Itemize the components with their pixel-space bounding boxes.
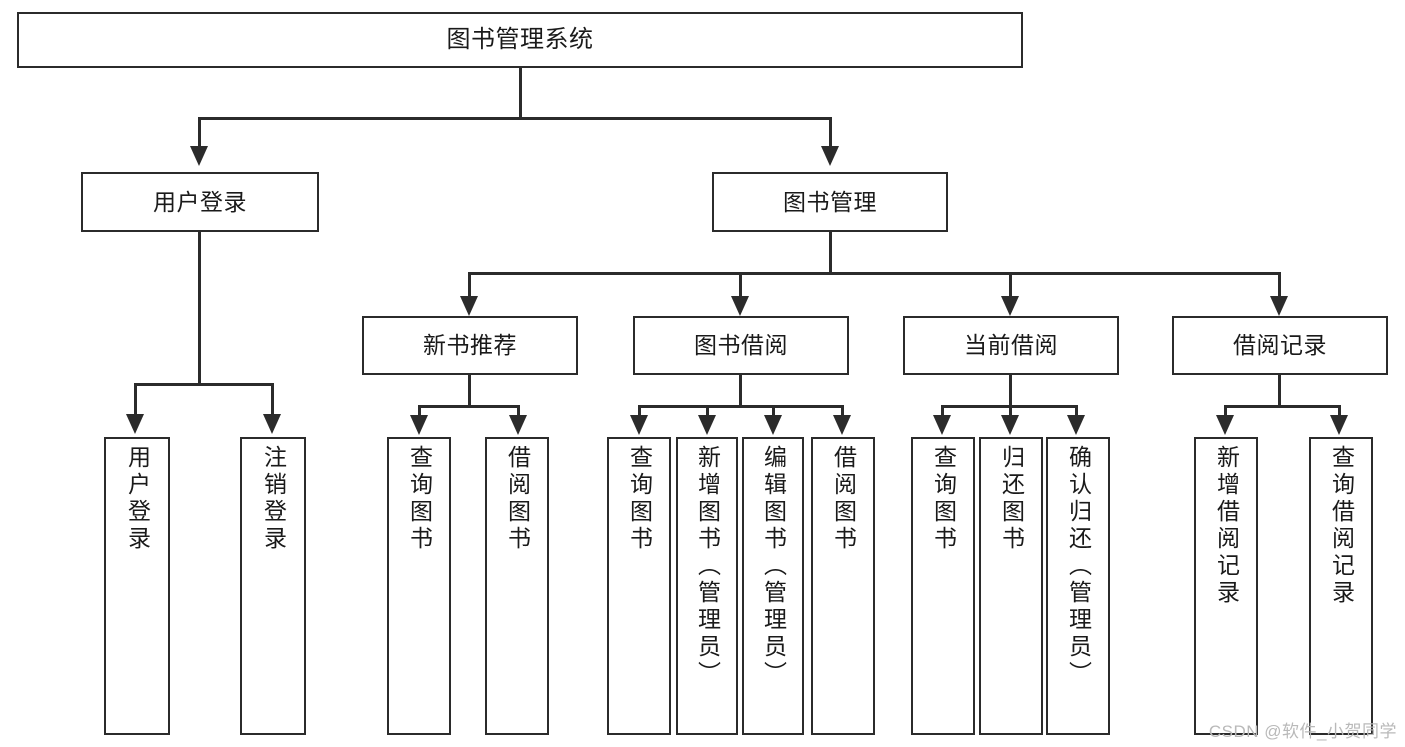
edge-book-mgmt-to-borrow-record bbox=[1278, 272, 1281, 298]
edge-new-book-stem bbox=[468, 375, 471, 407]
node-user-login-label: 用户登录 bbox=[153, 188, 247, 215]
edge-book-mgmt-to-new-book bbox=[468, 272, 471, 298]
leaf-new-book-1[interactable]: 查询图书 bbox=[387, 437, 451, 735]
edge-book-borrow-to-leaf-4 bbox=[841, 405, 844, 417]
leaf-book-borrow-3[interactable]: 编辑图书（管理员） bbox=[742, 437, 804, 735]
leaf-user-login-2[interactable]: 注销登录 bbox=[240, 437, 306, 735]
node-root[interactable]: 图书管理系统 bbox=[17, 12, 1023, 68]
edge-user-login-bus bbox=[134, 383, 274, 386]
edge-root-bus bbox=[198, 117, 832, 120]
leaf-borrow-record-2[interactable]: 查询借阅记录 bbox=[1309, 437, 1373, 735]
node-root-label: 图书管理系统 bbox=[446, 26, 594, 54]
edge-book-mgmt-bus bbox=[468, 272, 1280, 275]
node-user-login[interactable]: 用户登录 bbox=[81, 172, 319, 232]
edge-book-mgmt-to-current-borrow bbox=[1009, 272, 1012, 298]
edge-book-mgmt-to-book-borrow bbox=[739, 272, 742, 298]
leaf-book-borrow-1-label: 查询图书 bbox=[626, 445, 653, 553]
leaf-new-book-2[interactable]: 借阅图书 bbox=[485, 437, 549, 735]
arrowhead-new-book bbox=[460, 296, 478, 316]
node-book-borrow-label: 图书借阅 bbox=[694, 332, 788, 359]
leaf-book-borrow-4[interactable]: 借阅图书 bbox=[811, 437, 875, 735]
arrowhead-borrow-record bbox=[1270, 296, 1288, 316]
edge-borrow-record-bus bbox=[1224, 405, 1341, 408]
arrowhead-book-borrow-leaf-2 bbox=[698, 415, 716, 435]
edge-root-to-user-login bbox=[198, 117, 201, 147]
edge-user-login-to-leaf-1 bbox=[134, 383, 137, 415]
leaf-borrow-record-1[interactable]: 新增借阅记录 bbox=[1194, 437, 1258, 735]
leaf-current-borrow-1-label: 查询图书 bbox=[930, 445, 957, 553]
leaf-current-borrow-2-label: 归还图书 bbox=[998, 445, 1025, 553]
arrowhead-book-borrow-leaf-4 bbox=[833, 415, 851, 435]
node-book-management-label: 图书管理 bbox=[783, 188, 877, 215]
arrowhead-book-borrow-leaf-1 bbox=[630, 415, 648, 435]
edge-new-book-bus bbox=[418, 405, 520, 408]
leaf-user-login-2-label: 注销登录 bbox=[260, 445, 287, 553]
edge-book-borrow-bus bbox=[638, 405, 844, 408]
node-new-book-recommend[interactable]: 新书推荐 bbox=[362, 316, 578, 375]
edge-book-borrow-to-leaf-3 bbox=[772, 405, 775, 417]
node-new-book-recommend-label: 新书推荐 bbox=[423, 332, 517, 359]
arrowhead-book-borrow-leaf-3 bbox=[764, 415, 782, 435]
arrowhead-user-login bbox=[190, 146, 208, 166]
edge-book-mgmt-stem bbox=[829, 232, 832, 274]
edge-book-borrow-to-leaf-2 bbox=[706, 405, 709, 417]
leaf-current-borrow-3-label: 确认归还（管理员） bbox=[1065, 445, 1092, 688]
arrowhead-borrow-record-leaf-2 bbox=[1330, 415, 1348, 435]
edge-new-book-to-leaf-1 bbox=[418, 405, 421, 417]
leaf-user-login-1-label: 用户登录 bbox=[124, 445, 151, 553]
leaf-current-borrow-1[interactable]: 查询图书 bbox=[911, 437, 975, 735]
leaf-borrow-record-2-label: 查询借阅记录 bbox=[1328, 445, 1355, 607]
leaf-book-borrow-3-label: 编辑图书（管理员） bbox=[760, 445, 787, 688]
edge-book-borrow-to-leaf-1 bbox=[638, 405, 641, 417]
node-current-borrow-label: 当前借阅 bbox=[964, 332, 1058, 359]
arrowhead-user-login-leaf-1 bbox=[126, 414, 144, 434]
edge-current-borrow-to-leaf-3 bbox=[1075, 405, 1078, 417]
edge-current-borrow-stem bbox=[1009, 375, 1012, 407]
arrowhead-book-borrow bbox=[731, 296, 749, 316]
edge-borrow-record-stem bbox=[1278, 375, 1281, 407]
edge-book-borrow-stem bbox=[739, 375, 742, 407]
leaf-book-borrow-4-label: 借阅图书 bbox=[830, 445, 857, 553]
arrowhead-user-login-leaf-2 bbox=[263, 414, 281, 434]
leaf-book-borrow-2[interactable]: 新增图书（管理员） bbox=[676, 437, 738, 735]
node-book-borrow[interactable]: 图书借阅 bbox=[633, 316, 849, 375]
arrowhead-current-borrow-leaf-3 bbox=[1067, 415, 1085, 435]
arrowhead-current-borrow-leaf-2 bbox=[1001, 415, 1019, 435]
arrowhead-new-book-leaf-2 bbox=[509, 415, 527, 435]
node-book-management[interactable]: 图书管理 bbox=[712, 172, 948, 232]
leaf-new-book-2-label: 借阅图书 bbox=[504, 445, 531, 553]
edge-user-login-to-leaf-2 bbox=[271, 383, 274, 415]
leaf-borrow-record-1-label: 新增借阅记录 bbox=[1213, 445, 1240, 607]
arrowhead-borrow-record-leaf-1 bbox=[1216, 415, 1234, 435]
leaf-user-login-1[interactable]: 用户登录 bbox=[104, 437, 170, 735]
edge-root-stem bbox=[519, 68, 522, 118]
edge-current-borrow-to-leaf-1 bbox=[941, 405, 944, 417]
arrowhead-current-borrow bbox=[1001, 296, 1019, 316]
node-current-borrow[interactable]: 当前借阅 bbox=[903, 316, 1119, 375]
arrowhead-new-book-leaf-1 bbox=[410, 415, 428, 435]
leaf-current-borrow-2[interactable]: 归还图书 bbox=[979, 437, 1043, 735]
edge-new-book-to-leaf-2 bbox=[517, 405, 520, 417]
leaf-current-borrow-3[interactable]: 确认归还（管理员） bbox=[1046, 437, 1110, 735]
edge-current-borrow-to-leaf-2 bbox=[1009, 405, 1012, 417]
edge-root-to-book-mgmt bbox=[829, 117, 832, 147]
arrowhead-book-mgmt bbox=[821, 146, 839, 166]
watermark-text: CSDN @软件_小贺同学 bbox=[1208, 722, 1397, 741]
edge-borrow-record-to-leaf-1 bbox=[1224, 405, 1227, 417]
node-borrow-record[interactable]: 借阅记录 bbox=[1172, 316, 1388, 375]
leaf-new-book-1-label: 查询图书 bbox=[406, 445, 433, 553]
arrowhead-current-borrow-leaf-1 bbox=[933, 415, 951, 435]
edge-user-login-stem bbox=[198, 232, 201, 385]
leaf-book-borrow-1[interactable]: 查询图书 bbox=[607, 437, 671, 735]
node-borrow-record-label: 借阅记录 bbox=[1233, 332, 1327, 359]
leaf-book-borrow-2-label: 新增图书（管理员） bbox=[694, 445, 721, 688]
edge-borrow-record-to-leaf-2 bbox=[1338, 405, 1341, 417]
